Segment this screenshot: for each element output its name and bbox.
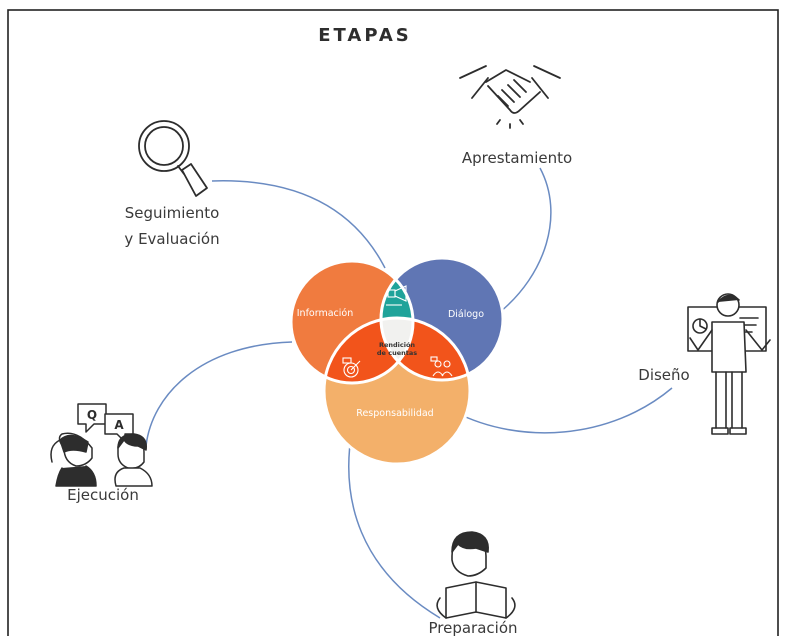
speech-bubble-q — [77, 403, 107, 433]
presenter-icon — [687, 293, 771, 435]
team-icon — [430, 356, 453, 377]
venn-label-responsabilidad: Responsabilidad — [356, 408, 433, 419]
connector-diseno — [454, 387, 673, 434]
stage-label-ejecucion: Ejecución — [67, 486, 139, 504]
venn-center-label-line2: de cuentas — [377, 349, 417, 357]
venn-overlap-left — [324, 318, 413, 383]
connector-preparacion — [348, 429, 441, 619]
venn-center-label-line1: Rendición — [379, 341, 415, 349]
diagram-border — [7, 9, 779, 636]
venn-overlap-right — [381, 318, 470, 380]
target-icon — [342, 357, 361, 378]
connectors — [145, 167, 673, 619]
venn-label-dialogo: Diálogo — [448, 309, 484, 320]
q-and-a-icon: Q A — [50, 403, 153, 487]
stage-label-apresta: Apresta­miento — [462, 149, 572, 167]
stage-label-seguimiento-line1: Seguimiento — [125, 204, 220, 222]
speech-q-text: Q — [87, 408, 97, 422]
connector-seguimiento — [211, 180, 386, 269]
stage-label-seguimiento-line2: y Evaluación — [124, 230, 219, 248]
venn-diagram: Información Diálogo Responsabilidad Rend… — [289, 256, 505, 466]
speech-a-text: A — [114, 418, 124, 432]
stage-label-preparacion: Preparación — [428, 619, 517, 636]
connector-apresta — [499, 167, 552, 313]
stage-label-diseno: Diseño — [638, 366, 689, 384]
handshake-icon — [459, 65, 561, 129]
connector-ejecucion — [145, 341, 293, 447]
reader-icon — [436, 531, 516, 619]
megaphone-icon — [386, 285, 407, 306]
venn-label-informacion: Información — [297, 308, 354, 319]
diagram-title: ETAPAS — [318, 25, 412, 46]
magnifier-icon — [138, 120, 208, 197]
